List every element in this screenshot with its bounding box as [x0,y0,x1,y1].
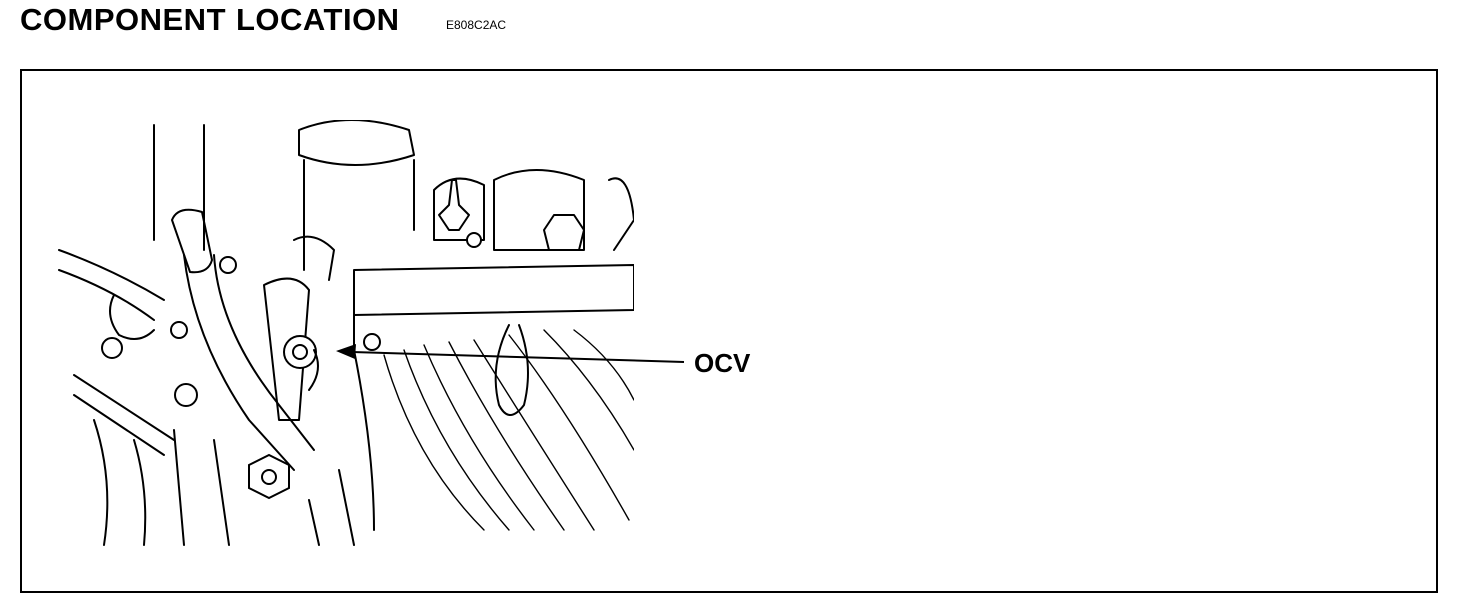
engine-illustration [58,120,634,546]
title-word-location: LOCATION [236,2,400,37]
title-word-component: COMPONENT [20,2,226,37]
document-code: E808C2AC [446,18,507,32]
figure-frame [20,69,1438,593]
page-title: COMPONENT LOCATION [20,2,400,38]
arrow-head-icon [336,344,356,359]
ocv-callout-label: OCV [694,348,751,378]
